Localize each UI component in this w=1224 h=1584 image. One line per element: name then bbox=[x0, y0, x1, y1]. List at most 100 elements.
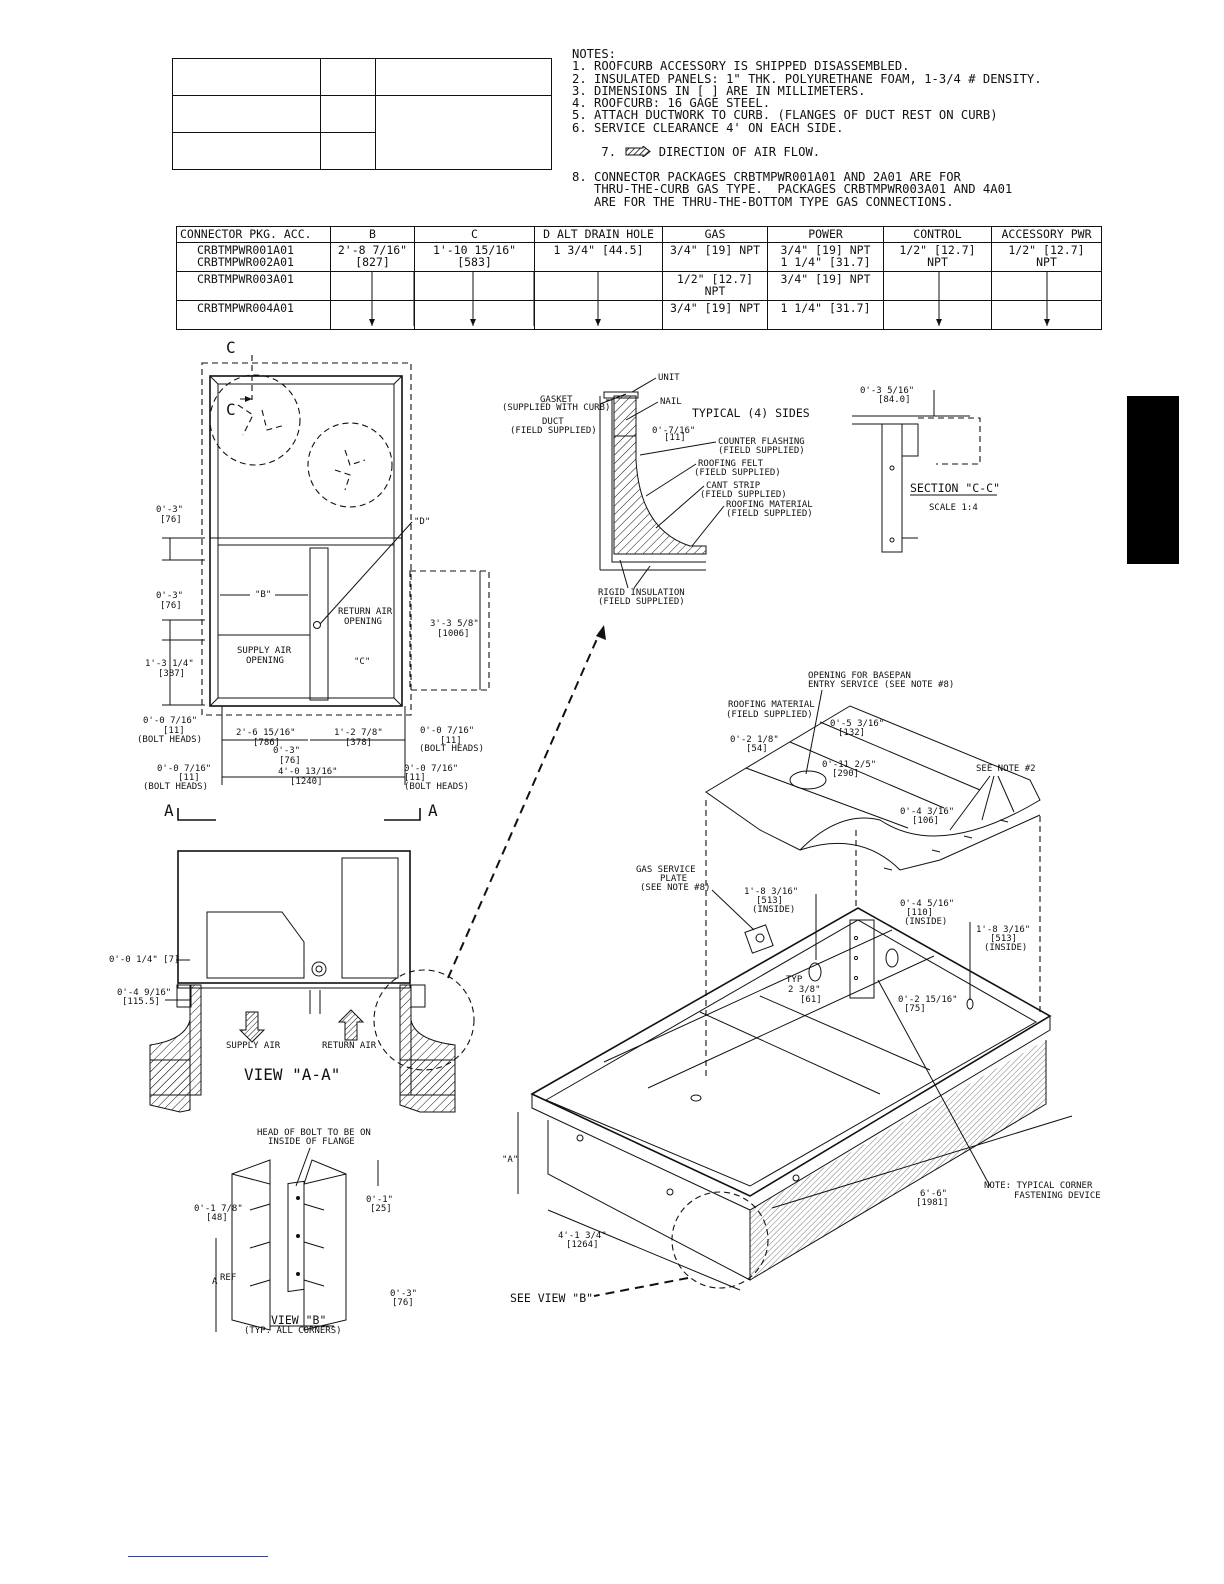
dim-text: [25] bbox=[370, 1204, 392, 1214]
dim-text: (INSIDE) bbox=[752, 905, 795, 915]
dim-text: A bbox=[212, 1277, 218, 1287]
detail-label: (FIELD SUPPLIED) bbox=[694, 468, 781, 478]
dim-text: [75] bbox=[904, 1004, 926, 1014]
cell-text: CRBTMPWR002A01 bbox=[197, 255, 294, 269]
iso-label: ROOFING MATERIAL bbox=[728, 700, 815, 710]
dim-text: [786] bbox=[253, 738, 280, 748]
section-a-mark: A bbox=[428, 801, 438, 820]
detail-label: DUCT bbox=[542, 417, 564, 427]
dim-text: [84.0] bbox=[878, 395, 911, 405]
airflow-label: RETURN AIR bbox=[322, 1041, 377, 1051]
table-cell: 3/4" [19] NPT bbox=[662, 300, 768, 330]
section-side-tab bbox=[1127, 396, 1179, 564]
view-b: HEAD OF BOLT TO BE ON INSIDE OF FLANGE 0… bbox=[194, 1128, 417, 1336]
note-line: 4. ROOFCURB: 16 GAGE STEEL. bbox=[572, 96, 771, 111]
isometric-curb: "A" SEE VIEW "B" OPENING FOR BASEPAN ENT… bbox=[502, 671, 1101, 1305]
cell-text: 1/2" [12.7] NPT bbox=[1008, 243, 1085, 269]
cell-text: [827] bbox=[355, 255, 390, 269]
column-header: D ALT DRAIN HOLE bbox=[534, 226, 663, 243]
cell-text: 1'-10 15/16" bbox=[432, 243, 517, 257]
title-block-cell bbox=[172, 132, 321, 170]
notes-block: NOTES: 1. ROOFCURB ACCESSORY IS SHIPPED … bbox=[572, 48, 1042, 208]
return-air-arrow bbox=[337, 1009, 365, 1041]
dim-text: 3'-3 5/8" bbox=[430, 619, 479, 629]
cell-text: 1/2" [12.7] NPT bbox=[899, 243, 976, 269]
dim-text: [11] bbox=[163, 726, 185, 736]
cell-text: [583] bbox=[457, 255, 492, 269]
detail-label: GASKET bbox=[540, 395, 573, 405]
dim-text: 0'-0 1/4" [7] bbox=[109, 955, 179, 965]
curb-outline bbox=[209, 375, 403, 707]
cell-text: 3/4" [19] NPT bbox=[669, 301, 760, 315]
cell-text: 1 1/4" [31.7] bbox=[780, 301, 871, 315]
iso-label: (SEE NOTE #8) bbox=[640, 883, 710, 893]
detail-callout-circle bbox=[373, 969, 475, 1071]
gas-service-plate bbox=[744, 924, 774, 954]
basepan-opening bbox=[789, 770, 827, 790]
dim-text: 4'-0 13/16" bbox=[278, 767, 338, 777]
column-header: CONNECTOR PKG. ACC. bbox=[176, 226, 331, 243]
unit-body bbox=[177, 850, 411, 984]
opening-label: OPENING bbox=[344, 617, 382, 627]
table-cell: 1/2" [12.7] NPT bbox=[883, 242, 992, 272]
detail-label: ROOFING FELT bbox=[698, 459, 764, 469]
dim-text: 0'-0 7/16" bbox=[143, 716, 197, 726]
iso-label: FASTENING DEVICE bbox=[1014, 1191, 1101, 1201]
dim-text: 1'-8 3/16" bbox=[976, 925, 1030, 935]
dim-text: [11] bbox=[178, 773, 200, 783]
dim-text: (BOLT HEADS) bbox=[404, 782, 469, 792]
column-header: ACCESSORY PWR bbox=[991, 226, 1102, 243]
dim-text: 0'-3" bbox=[156, 505, 183, 515]
dim-text: [290] bbox=[832, 769, 859, 779]
table-cell: 1/2" [12.7] NPT bbox=[662, 271, 768, 301]
detail-label: CANT STRIP bbox=[706, 481, 761, 491]
table-continuation-arrows bbox=[369, 272, 1050, 326]
cell-text: 3/4" [19] NPT bbox=[669, 243, 760, 257]
table-cell: 2'-8 7/16"[827] bbox=[330, 242, 415, 272]
iso-label: NOTE: TYPICAL CORNER bbox=[984, 1181, 1093, 1191]
condenser-fan bbox=[307, 422, 393, 508]
detail-section: UNIT GASKET (SUPPLIED WITH CURB) DUCT (F… bbox=[502, 373, 813, 607]
table-cell: 1'-10 15/16"[583] bbox=[414, 242, 535, 272]
dim-text: 0'-4 5/16" bbox=[900, 899, 954, 909]
plan-view: C C "B" "C" "D" RETURN AIR OPENING SUPPL… bbox=[137, 338, 490, 821]
title-block-cell bbox=[375, 95, 552, 170]
note-line-airflow: 7. DIRECTION OF AIR FLOW. bbox=[572, 134, 1042, 171]
detail-label: TYPICAL (4) SIDES bbox=[692, 406, 810, 420]
table-header-row: CONNECTOR PKG. ACC. B C D ALT DRAIN HOLE… bbox=[176, 226, 1102, 243]
curb-inner bbox=[217, 383, 395, 699]
dim-text: [1006] bbox=[437, 629, 470, 639]
title-block-cell bbox=[320, 132, 376, 170]
table-cell: CRBTMPWR004A01 bbox=[176, 300, 331, 330]
title-block-cell bbox=[375, 58, 552, 96]
view-aa: SUPPLY AIR RETURN AIR VIEW "A-A" 0'-0 1/… bbox=[109, 850, 475, 1113]
airflow-direction-icon bbox=[625, 145, 652, 159]
detail-label: NAIL bbox=[660, 397, 682, 407]
view-title: VIEW "B" bbox=[271, 1313, 326, 1327]
cell-text: CRBTMPWR003A01 bbox=[197, 272, 294, 286]
detail-label: (FIELD SUPPLIED) bbox=[700, 490, 787, 500]
dim-text: [61] bbox=[800, 995, 822, 1005]
dim-text: [76] bbox=[160, 515, 182, 525]
note-line: 3. DIMENSIONS IN [ ] ARE IN MILLIMETERS. bbox=[572, 83, 866, 98]
bolt-row bbox=[249, 1196, 325, 1287]
return-air-opening bbox=[309, 547, 329, 701]
dim-text: [54] bbox=[746, 744, 768, 754]
callout-text: SEE VIEW "B" bbox=[510, 1291, 593, 1305]
section-mark: C bbox=[226, 400, 236, 419]
note-line: 8. CONNECTOR PACKAGES CRBTMPWR001A01 AND… bbox=[572, 169, 961, 184]
dim-text: [1981] bbox=[916, 1198, 949, 1208]
detail-label: (FIELD SUPPLIED) bbox=[726, 509, 813, 519]
dim-text: 1'-3 1/4" bbox=[145, 659, 194, 669]
airflow-label: SUPPLY AIR bbox=[226, 1041, 281, 1051]
dim-text: [76] bbox=[279, 756, 301, 766]
detail-label: (FIELD SUPPLIED) bbox=[718, 446, 805, 456]
detail-label: RIGID INSULATION bbox=[598, 588, 685, 598]
dim-text: (BOLT HEADS) bbox=[419, 744, 484, 754]
table-cell: 3/4" [19] NPT bbox=[767, 271, 884, 301]
cell-text: CRBTMPWR004A01 bbox=[197, 301, 294, 315]
